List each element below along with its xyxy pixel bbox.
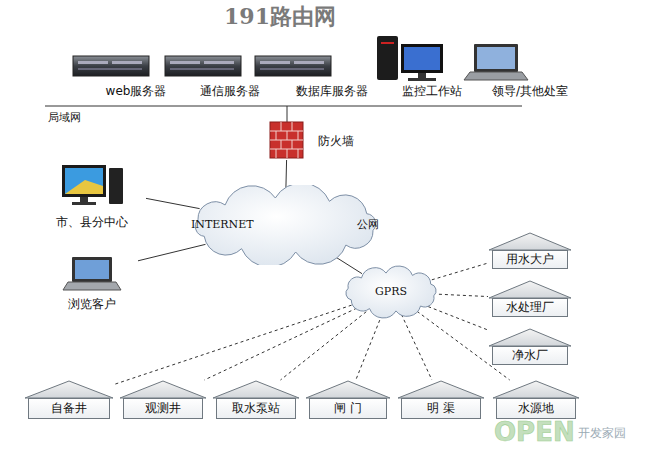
network-link — [146, 198, 200, 208]
node-text: 用水大户 — [506, 252, 554, 266]
site-house: 用水大户 — [488, 232, 572, 269]
node-text: 数据库服务器 — [294, 84, 370, 98]
desktop-icon — [62, 165, 123, 205]
wireless-link — [439, 294, 488, 296]
site-house: 净水厂 — [488, 328, 572, 365]
site-house: 观测井 — [119, 380, 207, 419]
firewall-icon — [270, 122, 303, 158]
server-label: 通信服务器 — [198, 84, 262, 100]
wireless-link — [401, 314, 432, 380]
node-text: 防火墙 — [318, 134, 354, 148]
internet-cloud: INTERNET 公网 — [171, 185, 400, 265]
watermark: 开发家园 — [578, 425, 626, 442]
diagram-title: 191路由网 — [0, 2, 560, 32]
workstation-label: 监控工作站 — [400, 84, 464, 100]
site-house: 自备井 — [24, 380, 114, 419]
workstation-icon — [377, 36, 443, 81]
wireless-link — [432, 263, 488, 280]
office-label: 领导/其他处室 — [490, 84, 571, 100]
node-text: 监控工作站 — [400, 84, 464, 98]
wireless-link — [356, 315, 382, 380]
site-house: 水处理厂 — [488, 280, 572, 317]
watermark: OPEN — [494, 417, 575, 447]
node-text: 取水泵站 — [232, 401, 280, 415]
node-text: 水处理厂 — [506, 300, 554, 314]
site-house: 明 渠 — [397, 380, 485, 419]
firewall-node: 防火墙 — [268, 122, 356, 160]
server-icon — [165, 56, 241, 76]
server-icon — [73, 56, 149, 76]
site-house: 闸 门 — [305, 380, 391, 419]
laptop-icon — [464, 44, 528, 80]
node-text: 明 渠 — [427, 401, 455, 415]
city-center-node: 市、县分中心 — [38, 160, 146, 230]
wireless-link — [114, 305, 352, 384]
lan-drop — [287, 106, 288, 122]
node-text: 闸 门 — [334, 401, 362, 415]
node-text: 通信服务器 — [198, 84, 262, 98]
node-text: 浏览客户 — [68, 297, 116, 311]
node-text: 观测井 — [145, 401, 181, 415]
node-text: 市、县分中心 — [56, 215, 128, 229]
wireless-link — [204, 308, 356, 380]
node-text: INTERNET 公网 — [191, 218, 379, 231]
node-text: 水源地 — [518, 401, 554, 415]
site-house: 水源地 — [492, 380, 580, 419]
node-text: GPRS — [375, 285, 407, 298]
gprs-cloud: GPRS — [335, 264, 447, 320]
laptop-icon — [63, 257, 121, 290]
node-text: 领导/其他处室 — [490, 84, 571, 98]
server-label: 数据库服务器 — [294, 84, 370, 100]
network-label: 局域网 — [48, 110, 81, 125]
browser-client-node: 浏览客户 — [46, 254, 138, 312]
network-link — [138, 244, 206, 260]
node-text: 自备井 — [51, 401, 87, 415]
server-icon — [255, 56, 331, 76]
node-text: 净水厂 — [512, 348, 548, 362]
lan-bus — [45, 106, 522, 107]
site-house: 取水泵站 — [212, 380, 300, 419]
server-label: web服务器 — [104, 84, 169, 100]
wireless-link — [280, 312, 366, 380]
node-text: web服务器 — [104, 84, 169, 98]
